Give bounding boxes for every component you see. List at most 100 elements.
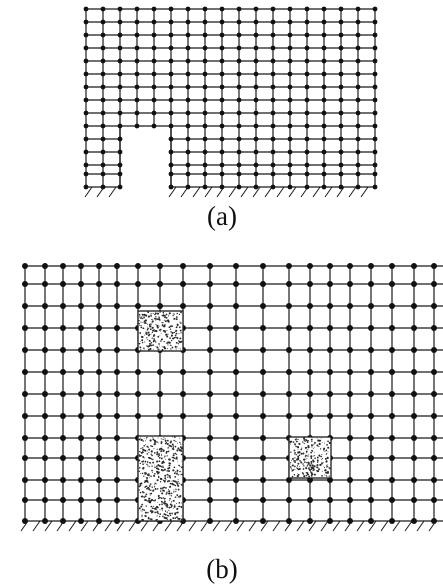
- infill-speck: [290, 468, 292, 470]
- infill-speck: [175, 336, 177, 339]
- node-dot-icon: [168, 149, 174, 155]
- infill-speck: [180, 311, 182, 314]
- infill-speck: [159, 515, 161, 518]
- infill-speck: [138, 451, 141, 453]
- node-dot-icon: [185, 171, 191, 177]
- node-dot-icon: [327, 303, 333, 309]
- infill-speck: [158, 453, 160, 455]
- infill-speck: [156, 470, 159, 473]
- node-dot-icon: [96, 303, 102, 309]
- infill-speck: [156, 501, 158, 503]
- infill-speck: [171, 331, 174, 335]
- infill-speck: [163, 319, 165, 321]
- infill-speck: [175, 440, 177, 442]
- node-dot-icon: [287, 84, 293, 90]
- node-dot-icon: [411, 518, 417, 524]
- infill-speck: [294, 453, 296, 455]
- infill-speck: [293, 459, 295, 462]
- ground-support-hatch-icon: [252, 186, 261, 198]
- infill-speck: [324, 474, 326, 476]
- node-dot-icon: [83, 58, 89, 64]
- infill-speck: [297, 458, 300, 461]
- infill-speck: [306, 452, 308, 454]
- panel-b-caption: (b): [206, 554, 237, 584]
- infill-speck: [175, 471, 177, 473]
- infill-speck: [169, 514, 172, 517]
- infill-speck: [141, 472, 144, 475]
- infill-speck: [180, 483, 183, 486]
- infill-speck: [321, 475, 323, 477]
- node-dot-icon: [60, 325, 66, 331]
- node-dot-icon: [207, 391, 213, 397]
- infill-speck: [162, 489, 165, 492]
- node-dot-icon: [389, 325, 395, 331]
- infill-speck: [144, 495, 147, 498]
- node-dot-icon: [100, 19, 106, 25]
- infill-speck: [306, 473, 309, 475]
- node-dot-icon: [117, 84, 123, 90]
- infill-speck: [170, 339, 173, 342]
- node-dot-icon: [307, 391, 313, 397]
- node-dot-icon: [78, 391, 84, 397]
- node-dot-icon: [114, 303, 120, 309]
- infill-speck: [151, 454, 153, 457]
- infill-speck: [173, 489, 175, 491]
- infill-speck: [162, 516, 164, 518]
- node-dot-icon: [117, 32, 123, 38]
- ground-support-hatch-icon: [308, 520, 317, 532]
- node-dot-icon: [96, 455, 102, 461]
- infill-speck: [290, 462, 292, 464]
- node-dot-icon: [270, 123, 276, 129]
- infill-speck: [141, 322, 143, 323]
- infill-speck: [154, 329, 157, 333]
- infill-speck: [293, 449, 296, 452]
- infill-speck: [160, 441, 163, 443]
- node-dot-icon: [22, 325, 28, 331]
- node-dot-icon: [321, 32, 327, 38]
- node-dot-icon: [307, 369, 313, 375]
- node-dot-icon: [185, 123, 191, 129]
- infill-speck: [174, 504, 176, 506]
- infill-speck: [157, 348, 159, 350]
- infill-speck: [143, 472, 146, 474]
- infill-speck: [144, 473, 146, 476]
- node-dot-icon: [22, 413, 28, 419]
- infill-speck: [170, 492, 173, 495]
- node-dot-icon: [185, 162, 191, 168]
- node-dot-icon: [304, 19, 310, 25]
- infill-speck: [140, 437, 142, 439]
- ground-support-hatch-icon: [236, 520, 245, 532]
- infill-speck: [173, 457, 176, 460]
- node-dot-icon: [372, 110, 378, 116]
- infill-speck: [153, 328, 155, 331]
- infill-speck: [171, 346, 174, 349]
- infill-speck: [178, 474, 180, 476]
- infill-speck: [323, 465, 325, 467]
- infill-speck: [155, 341, 157, 343]
- infill-speck: [145, 476, 149, 480]
- node-dot-icon: [372, 84, 378, 90]
- node-dot-icon: [83, 45, 89, 51]
- infill-speck: [162, 497, 165, 499]
- node-dot-icon: [304, 110, 310, 116]
- infill-speck: [169, 497, 171, 500]
- infill-speck: [301, 472, 304, 474]
- node-dot-icon: [134, 45, 140, 51]
- infill-speck: [167, 333, 169, 335]
- infill-speck: [147, 326, 149, 328]
- node-dot-icon: [321, 123, 327, 129]
- node-dot-icon: [355, 184, 361, 190]
- infill-speck: [312, 444, 314, 446]
- infill-speck: [145, 493, 148, 496]
- infill-speck: [172, 517, 175, 520]
- node-dot-icon: [307, 347, 313, 353]
- infill-speck: [149, 458, 151, 460]
- node-dot-icon: [168, 45, 174, 51]
- node-dot-icon: [100, 171, 106, 177]
- node-dot-icon: [260, 325, 266, 331]
- infill-speck: [307, 455, 309, 457]
- infill-speck: [326, 475, 328, 477]
- infill-speck: [305, 471, 308, 474]
- infill-speck: [157, 512, 159, 515]
- infill-speck: [325, 471, 328, 474]
